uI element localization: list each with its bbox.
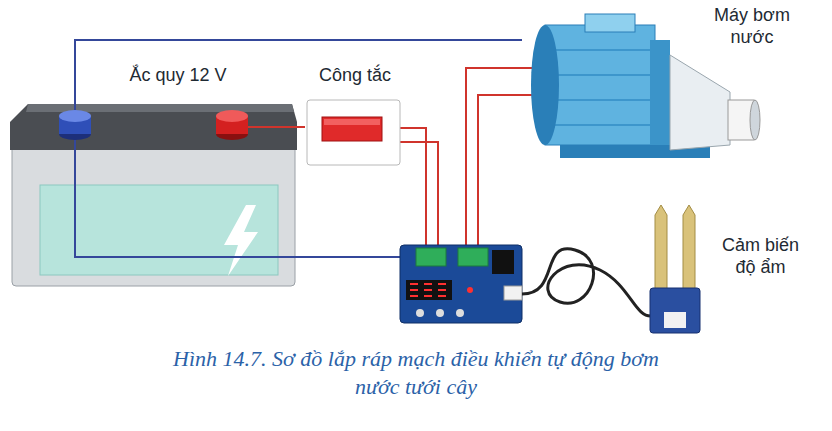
caption: Hình 14.7. Sơ đồ lắp ráp mạch điều khiển…: [150, 345, 682, 401]
wire: [75, 40, 522, 62]
control-board: [400, 245, 522, 323]
battery-lid: [10, 104, 297, 150]
terminal-block: [416, 248, 446, 266]
button: [456, 309, 464, 317]
sensor-socket: [664, 312, 686, 328]
battery-lid-edge: [26, 104, 294, 112]
figure-caption: Hình 14.7. Sơ đồ lắp ráp mạch điều khiển…: [173, 346, 659, 399]
sensor-board: [650, 288, 700, 333]
terminal: [216, 110, 248, 122]
sensor-probe: [655, 205, 667, 292]
nozzle-opening: [750, 100, 760, 140]
node-label: Công tắc: [305, 64, 405, 86]
battery-terminals: [59, 110, 248, 140]
pump-flange: [650, 40, 670, 145]
sensor-probe: [683, 205, 695, 292]
button: [416, 309, 424, 317]
button: [436, 309, 444, 317]
blue-wire: [74, 62, 76, 112]
battery: [10, 104, 297, 286]
motor-fins: [548, 50, 652, 125]
sensor-node: Cảm biến độ ẩm: [645, 200, 810, 340]
node-label: Máy bơm nước: [702, 4, 802, 48]
terminal: [59, 110, 91, 122]
display-segments: [410, 283, 446, 297]
battery-body: [12, 140, 295, 286]
sensor-socket: [504, 286, 522, 300]
terminal-box: [585, 14, 635, 32]
node-label: Cảm biến độ ẩm: [713, 234, 808, 278]
switch-highlight: [324, 119, 380, 125]
pump-housing: [670, 55, 730, 150]
switch-node: Công tắc: [305, 62, 407, 166]
switch: [307, 100, 400, 165]
red-wire: [400, 142, 438, 252]
lightning-symbol: [224, 205, 258, 276]
battery-node: Ắc quy 12 V: [8, 62, 298, 288]
switch-rocker: [322, 117, 382, 141]
red-wire: [240, 126, 298, 128]
display: [406, 280, 452, 300]
red-wire: [400, 128, 426, 252]
terminal-block: [458, 248, 488, 266]
wires: [75, 62, 548, 257]
motor-cap: [531, 25, 559, 145]
water-pump: [531, 14, 760, 158]
sensor-cable: [522, 249, 652, 316]
motor-body: [545, 25, 655, 145]
node-label: Ắc quy 12 V: [93, 64, 263, 86]
switch-housing: [307, 100, 400, 165]
relay: [492, 250, 514, 274]
pump-node: Máy bơm nước: [522, 2, 807, 162]
moisture-sensor: [650, 205, 700, 333]
led: [467, 287, 473, 293]
wire: [298, 126, 305, 128]
board: [400, 245, 522, 323]
